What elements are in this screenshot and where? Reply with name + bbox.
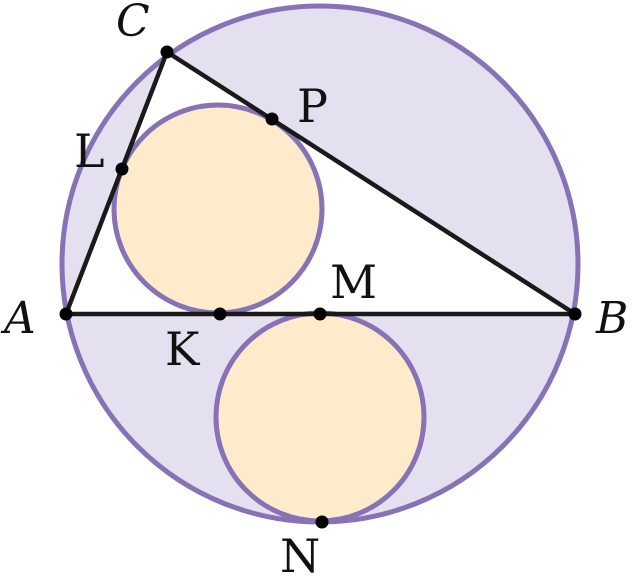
point-b: [568, 307, 582, 321]
lower-tangent-circle: [213, 310, 427, 524]
label-n: N: [280, 529, 320, 577]
label-c: C: [116, 0, 150, 47]
point-k: [213, 307, 227, 321]
point-a: [59, 307, 73, 321]
point-m: [313, 307, 327, 321]
incircle: [111, 102, 325, 316]
point-c: [160, 45, 174, 59]
label-a: A: [0, 293, 36, 344]
label-k: K: [165, 322, 201, 376]
label-p: P: [297, 79, 328, 133]
side-cb: [164, 49, 578, 317]
point-p: [265, 112, 279, 126]
point-l: [115, 162, 129, 176]
label-m: M: [330, 255, 377, 309]
point-n: [315, 515, 329, 529]
label-l: L: [74, 124, 105, 178]
points: [59, 45, 582, 529]
label-b: B: [595, 293, 628, 344]
side-ac: [63, 49, 170, 317]
